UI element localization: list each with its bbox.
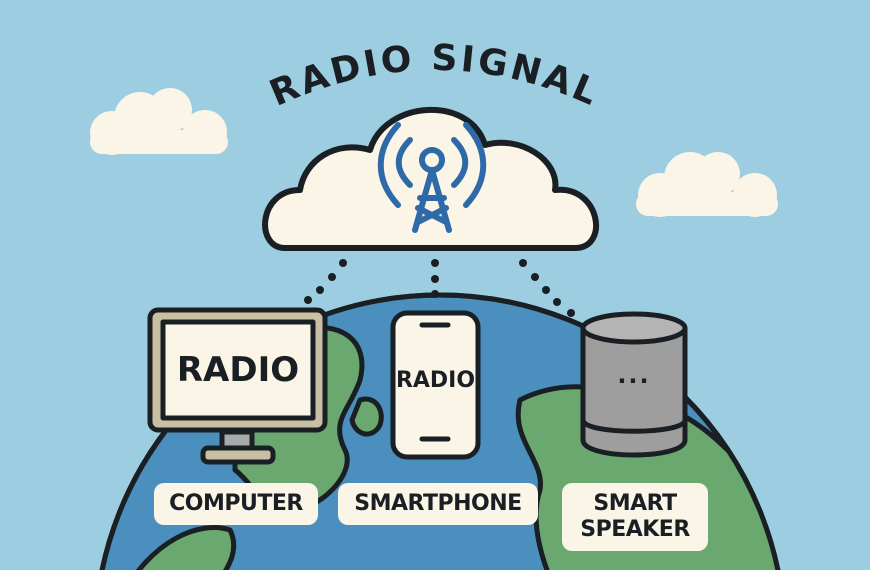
connector-smart-speaker [519,259,575,317]
diagram-title: RADIO SIGNAL [264,38,606,115]
smartphone-screen-text: RADIO [395,367,476,393]
label-smartphone: SMARTPHONE [338,483,538,525]
label-smart-speaker-line1: SMART [593,491,677,516]
background-cloud-left [90,88,228,155]
smart-speaker-status-dots: ... [617,361,651,389]
monitor-icon [147,307,328,465]
radio-tower-icon [377,122,487,233]
label-smart-speaker: SMART SPEAKER [562,483,708,551]
computer-screen-text: RADIO [176,350,300,390]
connector-computer [304,259,347,304]
smartphone-icon [390,310,481,460]
connector-smartphone [431,259,439,298]
label-computer: COMPUTER [154,483,318,525]
background-cloud-right [636,152,778,217]
smart-speaker-icon [580,311,688,458]
label-smart-speaker-line2: SPEAKER [580,517,690,542]
